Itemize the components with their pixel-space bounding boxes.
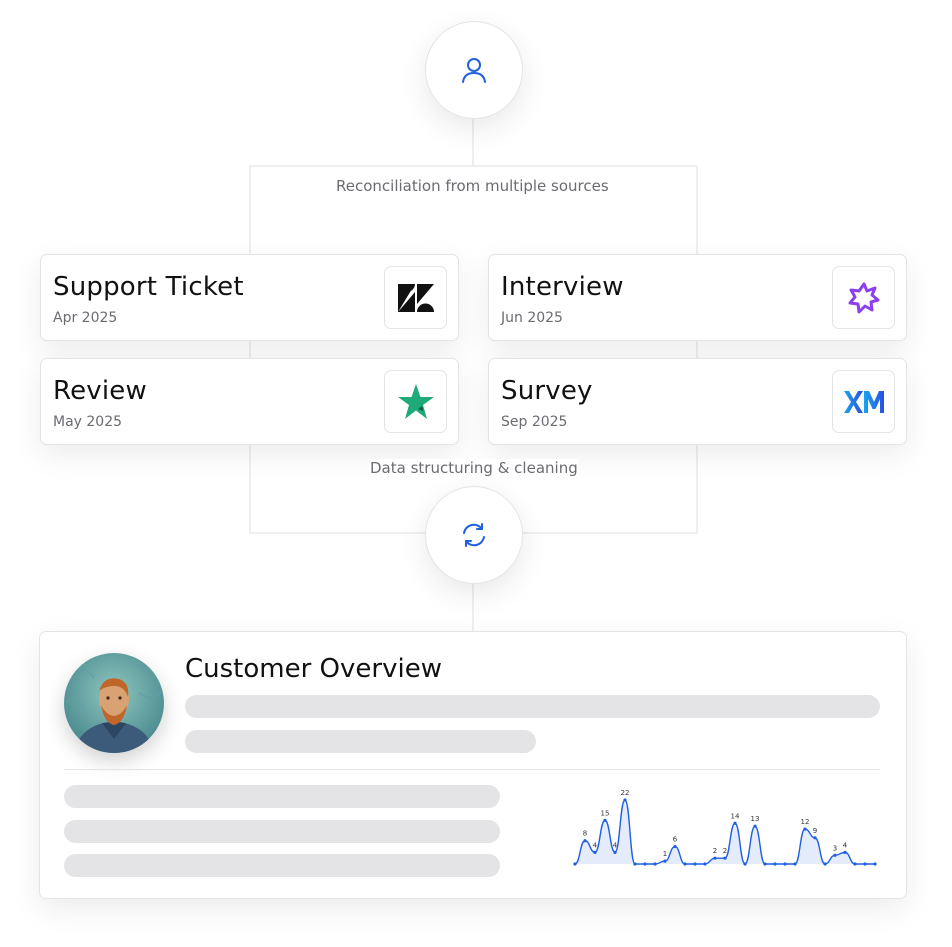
sparkline-point (863, 862, 867, 866)
source-date: Sep 2025 (501, 414, 568, 430)
sparkline-point (813, 836, 817, 840)
interview-burst-logo-icon (832, 266, 895, 329)
source-card-review[interactable]: Review May 2025 (40, 358, 459, 445)
sparkline-data-label: 2 (713, 847, 717, 855)
sparkline-point (623, 798, 627, 802)
xm-logo-icon (832, 370, 895, 433)
sparkline-point (693, 862, 697, 866)
sparkline-point (683, 862, 687, 866)
source-card-interview[interactable]: Interview Jun 2025 (488, 254, 907, 341)
sparkline-point (663, 859, 667, 863)
placeholder-bar (185, 730, 536, 753)
source-title: Interview (501, 272, 624, 302)
placeholder-bar (64, 854, 500, 877)
sparkline-point (783, 862, 787, 866)
sparkline-point (653, 862, 657, 866)
reconciliation-label: Reconciliation from multiple sources (336, 177, 609, 195)
sparkline-point (803, 827, 807, 831)
sparkline-data-label: 13 (751, 815, 760, 823)
sparkline-data-label: 6 (673, 836, 678, 844)
portrait-avatar (64, 653, 164, 753)
placeholder-bar (64, 820, 500, 843)
sparkline-data-label: 2 (723, 847, 727, 855)
sparkline-point (763, 862, 767, 866)
sparkline-point (793, 862, 797, 866)
sparkline-data-label: 4 (843, 841, 848, 849)
sparkline-data-label: 4 (593, 841, 598, 849)
source-title: Survey (501, 376, 593, 406)
sparkline-point (853, 862, 857, 866)
sparkline-data-label: 4 (613, 841, 618, 849)
sparkline-point (583, 839, 587, 843)
zendesk-logo-icon (384, 266, 447, 329)
user-node (425, 21, 523, 119)
sparkline-data-label: 9 (813, 827, 817, 835)
sparkline-point (843, 850, 847, 854)
overview-title: Customer Overview (185, 654, 442, 684)
sparkline-point (743, 862, 747, 866)
source-title: Review (53, 376, 147, 406)
source-date: Apr 2025 (53, 310, 118, 326)
sparkline-data-label: 8 (583, 830, 587, 838)
source-date: Jun 2025 (501, 310, 563, 326)
sparkline-data-label: 12 (801, 818, 810, 826)
sparkline-point (593, 850, 597, 854)
trustpilot-star-icon (384, 370, 447, 433)
sparkline-point (833, 853, 837, 857)
sparkline-point (703, 862, 707, 866)
structuring-label: Data structuring & cleaning (370, 459, 578, 477)
processing-node (425, 486, 523, 584)
sparkline-point (573, 862, 577, 866)
sparkline-point (713, 856, 717, 860)
sparkline-data-label: 15 (601, 809, 610, 817)
sparkline-point (643, 862, 647, 866)
placeholder-bar (185, 695, 880, 718)
refresh-icon (463, 523, 485, 547)
sparkline-point (823, 862, 827, 866)
sparkline-point (603, 818, 607, 822)
sparkline-point (753, 824, 757, 828)
sparkline-data-label: 22 (621, 789, 630, 797)
sparkline-point (723, 856, 727, 860)
sparkline-point (773, 862, 777, 866)
sparkline-data-label: 3 (833, 844, 837, 852)
source-card-survey[interactable]: Survey Sep 2025 (488, 358, 907, 445)
overview-divider (64, 769, 880, 770)
sparkline-data-label: 14 (731, 812, 740, 820)
sparkline-data-label: 1 (663, 850, 667, 858)
sparkline-point (873, 862, 877, 866)
source-card-support-ticket[interactable]: Support Ticket Apr 2025 (40, 254, 459, 341)
placeholder-bar (64, 785, 500, 808)
sparkline-point (733, 821, 737, 825)
source-title: Support Ticket (53, 272, 244, 302)
sparkline-point (633, 862, 637, 866)
user-icon (462, 58, 486, 83)
source-date: May 2025 (53, 414, 123, 430)
sparkline-point (673, 844, 677, 849)
sparkline-point (613, 850, 617, 854)
